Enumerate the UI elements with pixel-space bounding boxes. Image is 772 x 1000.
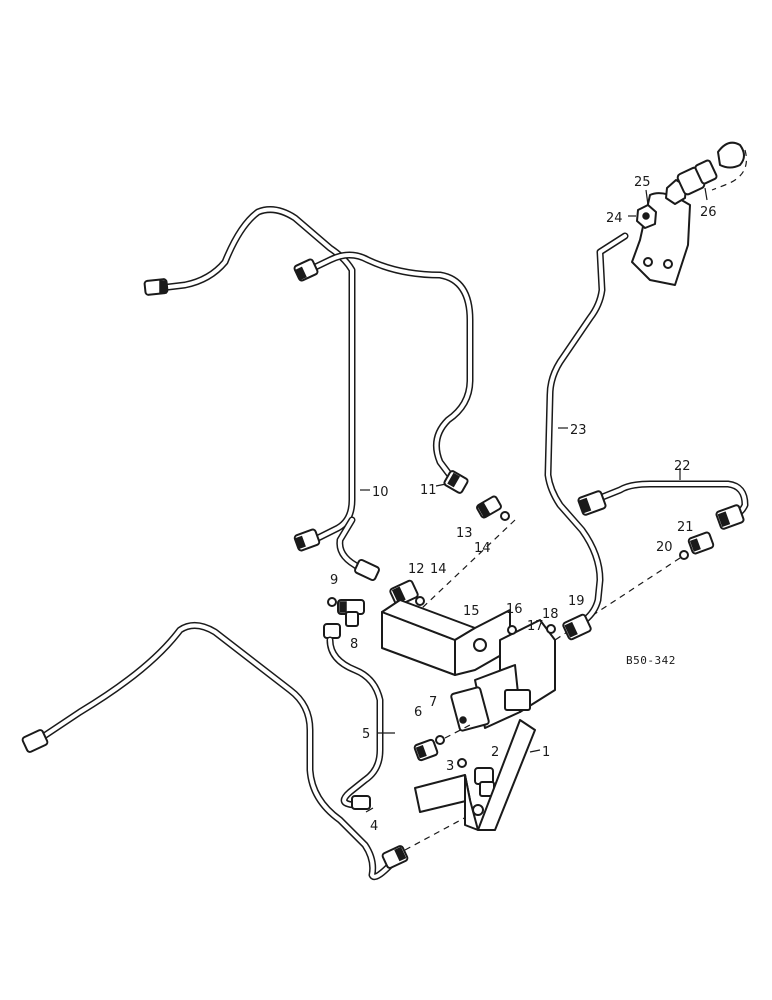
tube-10: [156, 206, 474, 576]
callout-16: 16: [506, 602, 523, 617]
dash-line-4: [404, 814, 471, 851]
callout-7: 7: [429, 695, 437, 710]
washer-7: [435, 735, 445, 745]
bracket-25: [631, 192, 691, 286]
fitting-11: [443, 470, 469, 494]
tube-5-fitting: [351, 795, 371, 810]
bracket-15: [381, 599, 511, 676]
valve-body-17: [450, 619, 556, 732]
callout-26: 26: [700, 205, 717, 220]
fitting-13: [476, 495, 502, 519]
callout-4: 4: [370, 819, 378, 834]
callout-6: 6: [414, 705, 422, 720]
tube-22-fitting-left: [577, 490, 607, 516]
tee-fitting-8: [337, 599, 365, 627]
fitting-8-lower: [323, 623, 341, 639]
callout-19: 19: [568, 594, 585, 609]
tube-10-end-fitting-left: [143, 278, 169, 296]
callout-2: 2: [491, 745, 499, 760]
callout-18: 18: [542, 607, 559, 622]
callout-20: 20: [656, 540, 673, 555]
tube-10-fitting-lower: [293, 528, 321, 552]
nut-24: [636, 204, 657, 229]
callout-14-upper: 14: [474, 541, 491, 556]
leader-lines: [360, 187, 708, 813]
callout-10: 10: [372, 485, 389, 500]
fitting-21: [687, 531, 715, 555]
bracket-1: [414, 719, 536, 831]
tube-4-fitting: [381, 845, 409, 869]
tube-10-fitting-end: [354, 558, 380, 582]
callout-1: 1: [542, 745, 550, 760]
callout-21: 21: [677, 520, 694, 535]
callout-22: 22: [674, 459, 691, 474]
tube-23: [544, 232, 629, 624]
fitting-26: [665, 141, 747, 205]
callout-17: 17: [527, 619, 544, 634]
washer-20: [679, 550, 689, 560]
callout-3: 3: [446, 759, 454, 774]
washer-14-lower: [415, 596, 425, 606]
oring-18: [546, 624, 556, 634]
callout-23: 23: [570, 423, 587, 438]
tube-5: [326, 636, 384, 809]
oring-3: [457, 758, 467, 768]
reference-code: B50-342: [626, 654, 676, 667]
callout-24: 24: [606, 211, 623, 226]
oring-9: [327, 597, 337, 607]
callout-15: 15: [463, 604, 480, 619]
callout-8: 8: [350, 637, 358, 652]
callout-12: 12: [408, 562, 425, 577]
tube-4: [34, 622, 399, 881]
fitting-6: [413, 738, 439, 762]
tube-4-end-fitting: [21, 729, 49, 753]
fitting-19: [562, 613, 592, 641]
callout-11: 11: [420, 483, 437, 498]
callout-13: 13: [456, 526, 473, 541]
callout-25: 25: [634, 175, 651, 190]
tube-22-fitting-right: [715, 504, 745, 530]
dash-line-6: [444, 724, 471, 739]
callout-9: 9: [330, 573, 338, 588]
callout-labels: 1 2 3 4 5 6 7 8 9 10 11 12 13 14 14 15 1…: [330, 175, 717, 834]
elbow-2: [474, 767, 495, 797]
callout-14-lower: 14: [430, 562, 447, 577]
callout-5: 5: [362, 727, 370, 742]
fitting-12: [389, 579, 419, 607]
tube-10-fitting-top: [293, 258, 319, 282]
washer-14-upper: [500, 511, 510, 521]
